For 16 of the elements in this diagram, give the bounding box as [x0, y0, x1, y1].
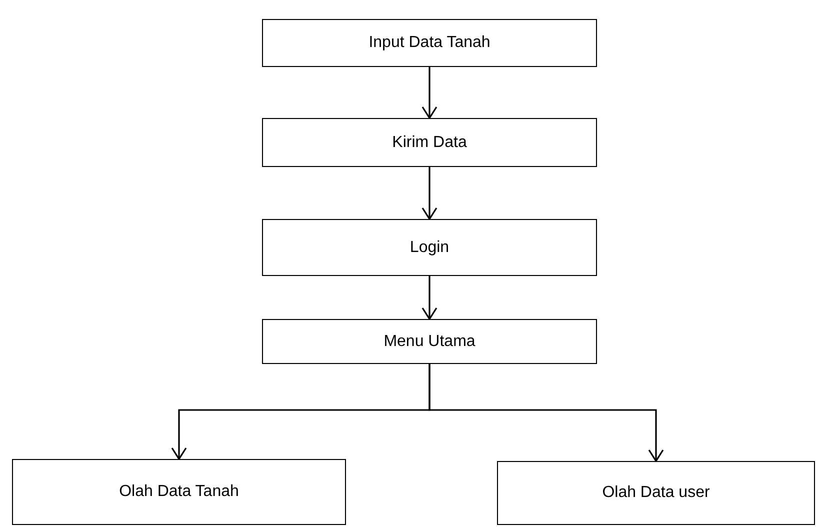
process-box [262, 319, 597, 364]
box-label: Olah Data user [602, 484, 710, 502]
process-box [497, 461, 815, 525]
process-box [12, 459, 346, 525]
process-box [262, 219, 597, 276]
box-label: Input Data Tanah [368, 34, 490, 52]
arrow [422, 67, 438, 119]
box-label: Kirim Data [392, 134, 467, 152]
arrow [428, 364, 664, 462]
process-box [262, 118, 597, 167]
arrow [422, 276, 438, 320]
box-label: Olah Data Tanah [119, 483, 239, 501]
process-box [262, 19, 597, 67]
box-label: Login [410, 238, 450, 256]
box-label: Menu Utama [384, 332, 476, 350]
arrow [422, 167, 438, 220]
